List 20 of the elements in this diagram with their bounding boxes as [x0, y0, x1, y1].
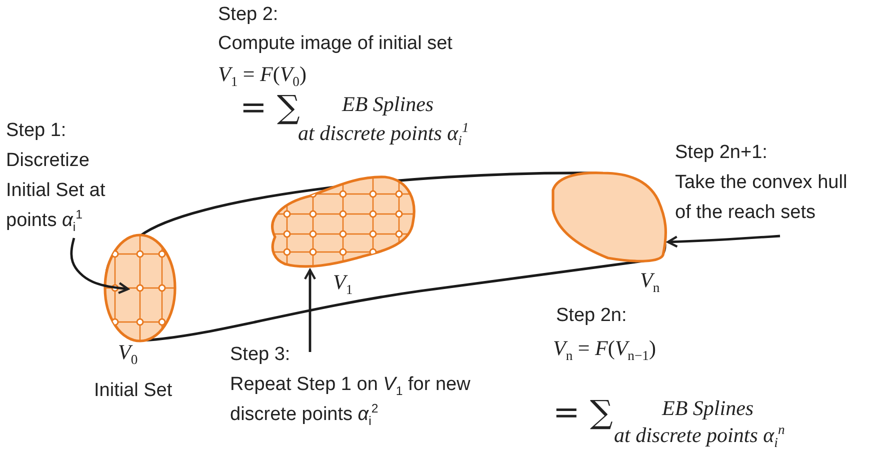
step-heading: Step 2:: [218, 4, 278, 27]
step-heading: Step 2n:: [556, 305, 627, 328]
set-label: V$_{n}$: [640, 268, 660, 294]
step-heading: Step 1:: [6, 119, 68, 143]
step-description: Take the convex hull of the reach sets: [675, 171, 848, 225]
arrow: [304, 268, 316, 352]
equation-term: EB Splines: [662, 396, 754, 422]
set-label: Initial Set: [94, 380, 172, 403]
step-description: Compute image of initial set: [218, 33, 452, 56]
equation-term: EB Splines: [342, 92, 434, 118]
step-heading: Step 2n+1:: [675, 141, 768, 165]
summation: = ∑: [240, 88, 300, 126]
arrow: [70, 238, 130, 294]
equation: V$_{1}$ = F(V$_{0}$): [218, 62, 306, 88]
equation: V$_{n}$ = F(V$_{n−1}$): [553, 336, 656, 362]
arrow: [666, 234, 780, 248]
set-label: V$_{1}$: [333, 270, 353, 296]
summation: = ∑: [553, 393, 613, 432]
set-label: V$_{0}$: [118, 340, 138, 366]
step-heading: Step 3:: [230, 343, 292, 367]
